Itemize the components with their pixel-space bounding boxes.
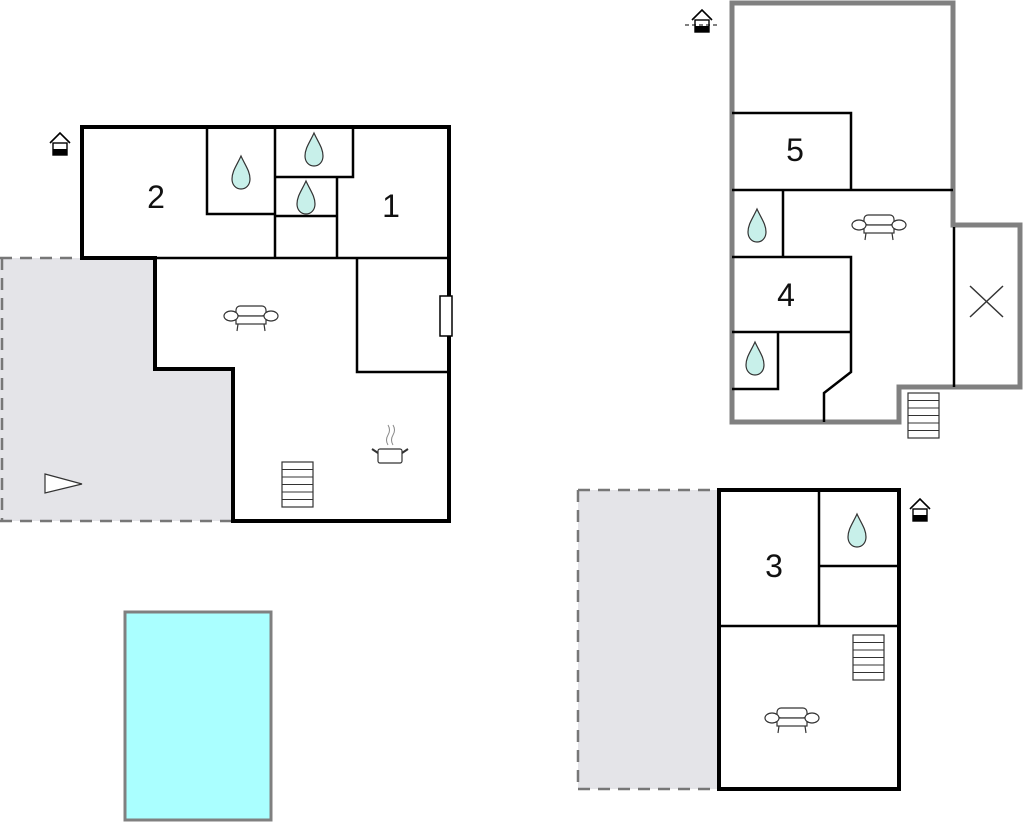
swimming-pool xyxy=(123,610,273,822)
building-annex: 3 xyxy=(576,488,931,791)
void-cross-icon xyxy=(969,285,1004,318)
stairs-icon xyxy=(852,634,885,681)
water-drop-icon xyxy=(747,208,767,243)
exterior-wall xyxy=(717,488,901,791)
terrace-annex xyxy=(578,490,719,789)
sun-direction-icon xyxy=(44,473,83,494)
stairs-icon xyxy=(281,461,314,508)
exterior-wall xyxy=(729,0,1023,425)
house-entrance-icon xyxy=(909,498,931,522)
house-entrance-icon xyxy=(685,9,719,33)
house-entrance-icon xyxy=(49,132,71,156)
room-label: 4 xyxy=(777,277,795,313)
sofa-icon xyxy=(851,214,907,241)
water-drop-icon xyxy=(847,513,867,548)
room-label: 5 xyxy=(786,132,804,168)
water-drop-icon xyxy=(231,155,251,190)
water-drop-icon xyxy=(745,341,765,376)
exterior-wall xyxy=(80,125,451,523)
room-label: 2 xyxy=(147,179,165,215)
cooking-pot-icon xyxy=(371,424,409,464)
room-label: 1 xyxy=(382,188,400,224)
water-drop-icon xyxy=(304,132,324,167)
window-icon xyxy=(439,295,453,337)
building-upper-floor: 5 4 xyxy=(685,0,1023,439)
water-drop-icon xyxy=(296,180,316,215)
stairs-icon xyxy=(907,392,940,439)
terrace-left xyxy=(0,258,233,521)
sofa-icon xyxy=(764,707,820,734)
sofa-icon xyxy=(223,305,279,332)
building-main: 2 1 xyxy=(0,125,453,523)
room-label: 3 xyxy=(765,548,783,584)
